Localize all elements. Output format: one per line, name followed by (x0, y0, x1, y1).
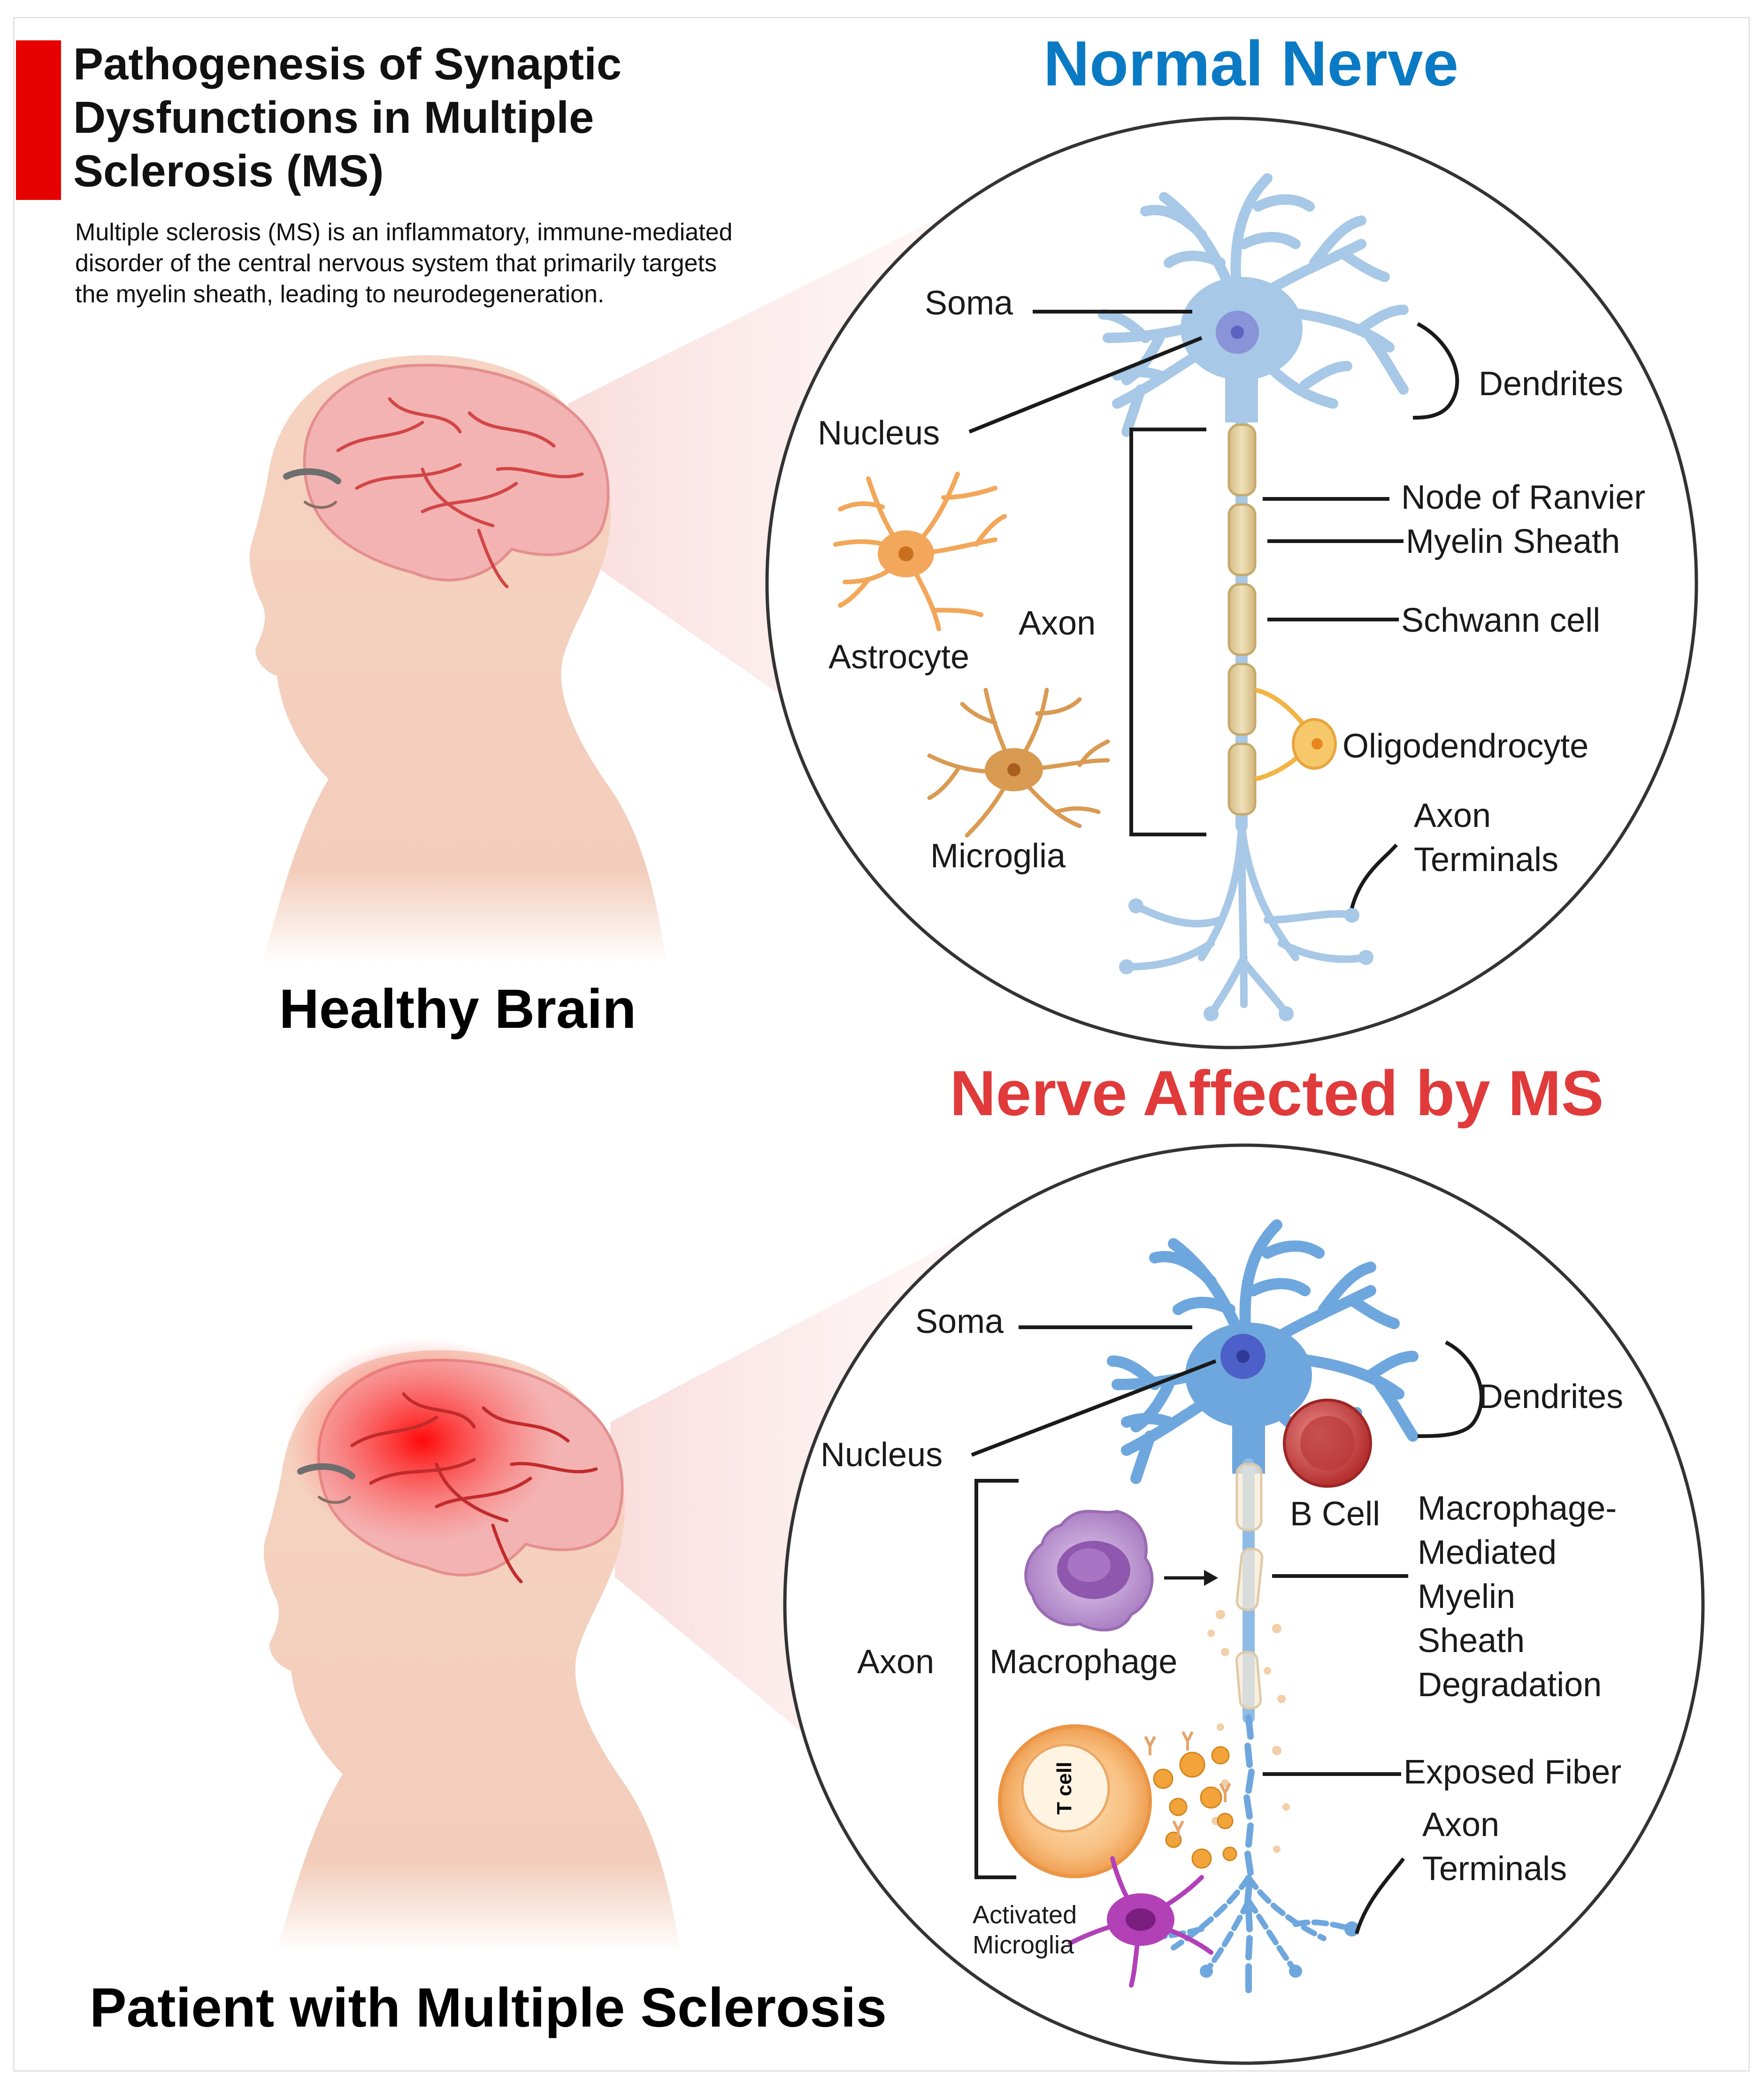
macrophage-cell (1024, 1509, 1154, 1632)
activated-microglia-cell (1068, 1856, 1213, 1988)
ms-nerve-title: Nerve Affected by MS (950, 1057, 1603, 1129)
normal-nerve-zoom-circle (765, 116, 1698, 1049)
microglia-cell (927, 688, 1110, 838)
normal-nerve-title: Normal Nerve (1043, 28, 1458, 99)
ms-patient-caption: Patient with Multiple Sclerosis (90, 1977, 887, 2039)
ms-label-axon: Axon (857, 1643, 934, 1681)
label-dendrites: Dendrites (1479, 365, 1623, 403)
myelin-sheath-segments (1227, 423, 1257, 816)
label-myelin-sheath: Myelin Sheath (1406, 523, 1620, 560)
ms-label-axon-terminals-line1: Axon (1422, 1806, 1499, 1844)
ms-label-activated-microglia-line1: Activated (973, 1901, 1077, 1929)
ms-label-degradation-line3: Myelin (1418, 1578, 1515, 1615)
ms-label-degradation-line1: Macrophage- (1418, 1490, 1617, 1527)
t-cell-label: T cell (1053, 1762, 1076, 1815)
label-microglia: Microglia (930, 837, 1066, 875)
healthy-head-illustration (249, 355, 667, 962)
ms-label-b-cell: B Cell (1290, 1495, 1380, 1533)
ms-label-macrophage: Macrophage (989, 1643, 1177, 1681)
labels-bottom: Soma Nucleus Dendrites B Cell Macrophage… (821, 1303, 1623, 1888)
labels-top: Soma Nucleus Dendrites Node of Ranvier M… (818, 284, 1645, 879)
figure-frame (13, 17, 1750, 2072)
label-oligodendrocyte: Oligodendrocyte (1342, 727, 1588, 765)
ms-head-illustration (263, 1338, 681, 1952)
ms-label-axon-terminals-line2: Terminals (1422, 1850, 1567, 1888)
labels-activated-microglia: Activated Microglia (973, 1901, 1077, 1959)
antibody-fragments (1144, 1731, 1231, 1840)
label-node-of-ranvier: Node of Ranvier (1401, 479, 1645, 516)
t-cell: T cell (998, 1724, 1152, 1878)
label-astrocyte: Astrocyte (828, 638, 969, 676)
ms-label-degradation-line5: Degradation (1418, 1666, 1602, 1704)
ms-label-exposed-fiber: Exposed Fiber (1404, 1753, 1621, 1791)
oligodendrocyte-cell (1254, 688, 1337, 781)
label-nucleus: Nucleus (818, 414, 940, 452)
label-axon: Axon (1019, 605, 1096, 642)
page-title: Pathogenesis of Synaptic Dysfunctions in… (73, 39, 622, 196)
macrophage-arrowhead (1204, 1570, 1218, 1586)
ms-label-degradation-line4: Sheath (1418, 1622, 1525, 1660)
ms-label-dendrites: Dendrites (1479, 1378, 1623, 1416)
leader-lines-bottom (971, 1325, 1483, 1935)
degraded-myelin-segments (1235, 1463, 1264, 1710)
b-cell (1283, 1399, 1372, 1488)
intro-text: Multiple sclerosis (MS) is an inflammato… (75, 219, 733, 308)
label-axon-terminals-line1: Axon (1414, 797, 1491, 834)
ms-label-degradation-line2: Mediated (1418, 1534, 1557, 1571)
leader-lines-top (968, 310, 1459, 909)
ms-label-activated-microglia-line2: Microglia (973, 1931, 1074, 1959)
title-accent-bar (16, 40, 61, 200)
label-soma: Soma (925, 284, 1013, 322)
ms-label-soma: Soma (915, 1303, 1004, 1340)
label-schwann-cell: Schwann cell (1401, 602, 1600, 639)
healthy-brain-caption: Healthy Brain (279, 978, 637, 1040)
label-axon-terminals-line2: Terminals (1414, 841, 1558, 879)
astrocyte-cell (833, 472, 1007, 631)
ms-label-nucleus: Nucleus (821, 1436, 943, 1474)
